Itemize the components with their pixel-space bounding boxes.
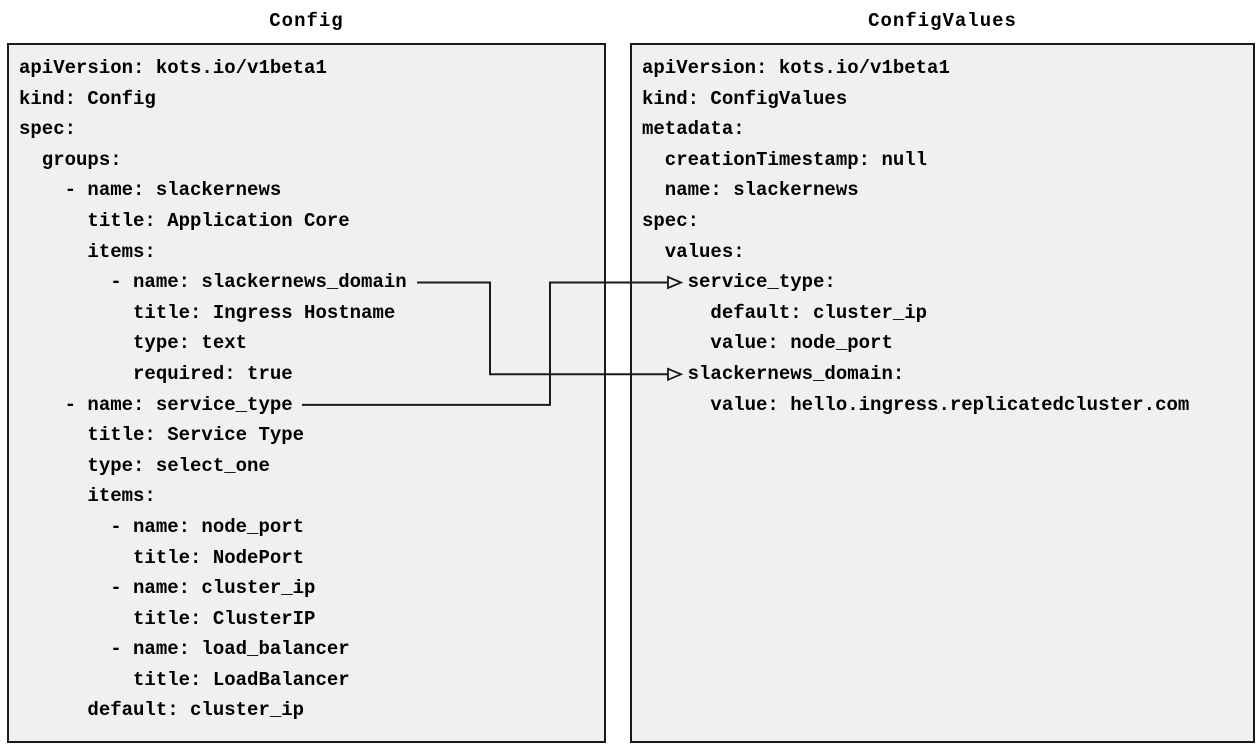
config-panel-title: Config	[269, 10, 344, 32]
configvalues-yaml-code: apiVersion: kots.io/v1beta1 kind: Config…	[642, 57, 1190, 416]
config-yaml-code: apiVersion: kots.io/v1beta1 kind: Config…	[19, 57, 407, 722]
configvalues-panel: apiVersion: kots.io/v1beta1 kind: Config…	[630, 43, 1255, 743]
configvalues-panel-title: ConfigValues	[868, 10, 1017, 32]
config-panel: apiVersion: kots.io/v1beta1 kind: Config…	[7, 43, 606, 743]
